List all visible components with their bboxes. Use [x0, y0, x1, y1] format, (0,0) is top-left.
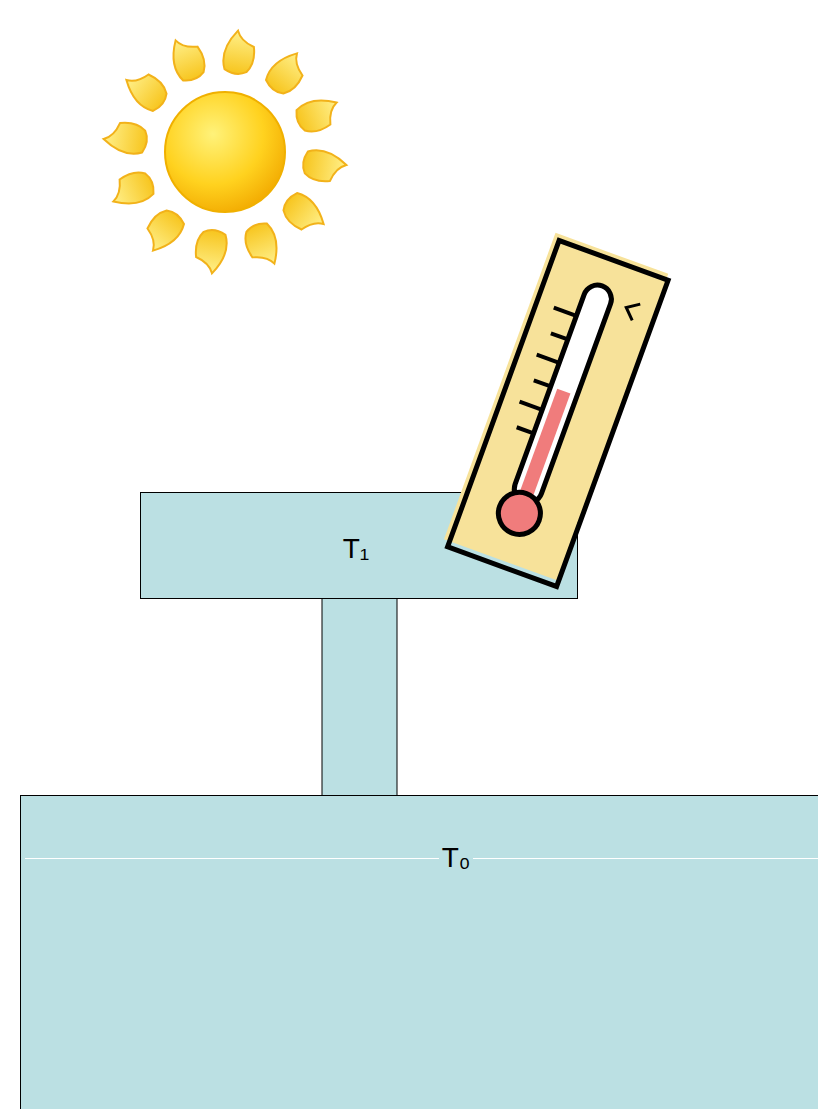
sun-ray	[301, 148, 348, 184]
sun-ray	[262, 47, 312, 99]
sun-ray	[193, 228, 229, 275]
water-line	[25, 858, 818, 859]
temperature-label: T₁	[340, 534, 373, 565]
sun-ray	[138, 205, 188, 257]
sun-ray	[278, 189, 330, 239]
top-block: T₁	[140, 492, 578, 599]
sun-ray	[106, 167, 157, 211]
connecting-stem	[322, 599, 397, 796]
sun-ray	[221, 29, 257, 76]
sun-ray	[120, 65, 172, 115]
sun-ray	[240, 220, 284, 271]
reservoir-block: T₀	[20, 795, 818, 1109]
temperature-label: T₀	[439, 843, 474, 874]
sun-ray	[102, 120, 149, 156]
stem-body	[322, 599, 397, 796]
sun-ray	[293, 93, 344, 137]
sun-ray	[166, 33, 210, 84]
